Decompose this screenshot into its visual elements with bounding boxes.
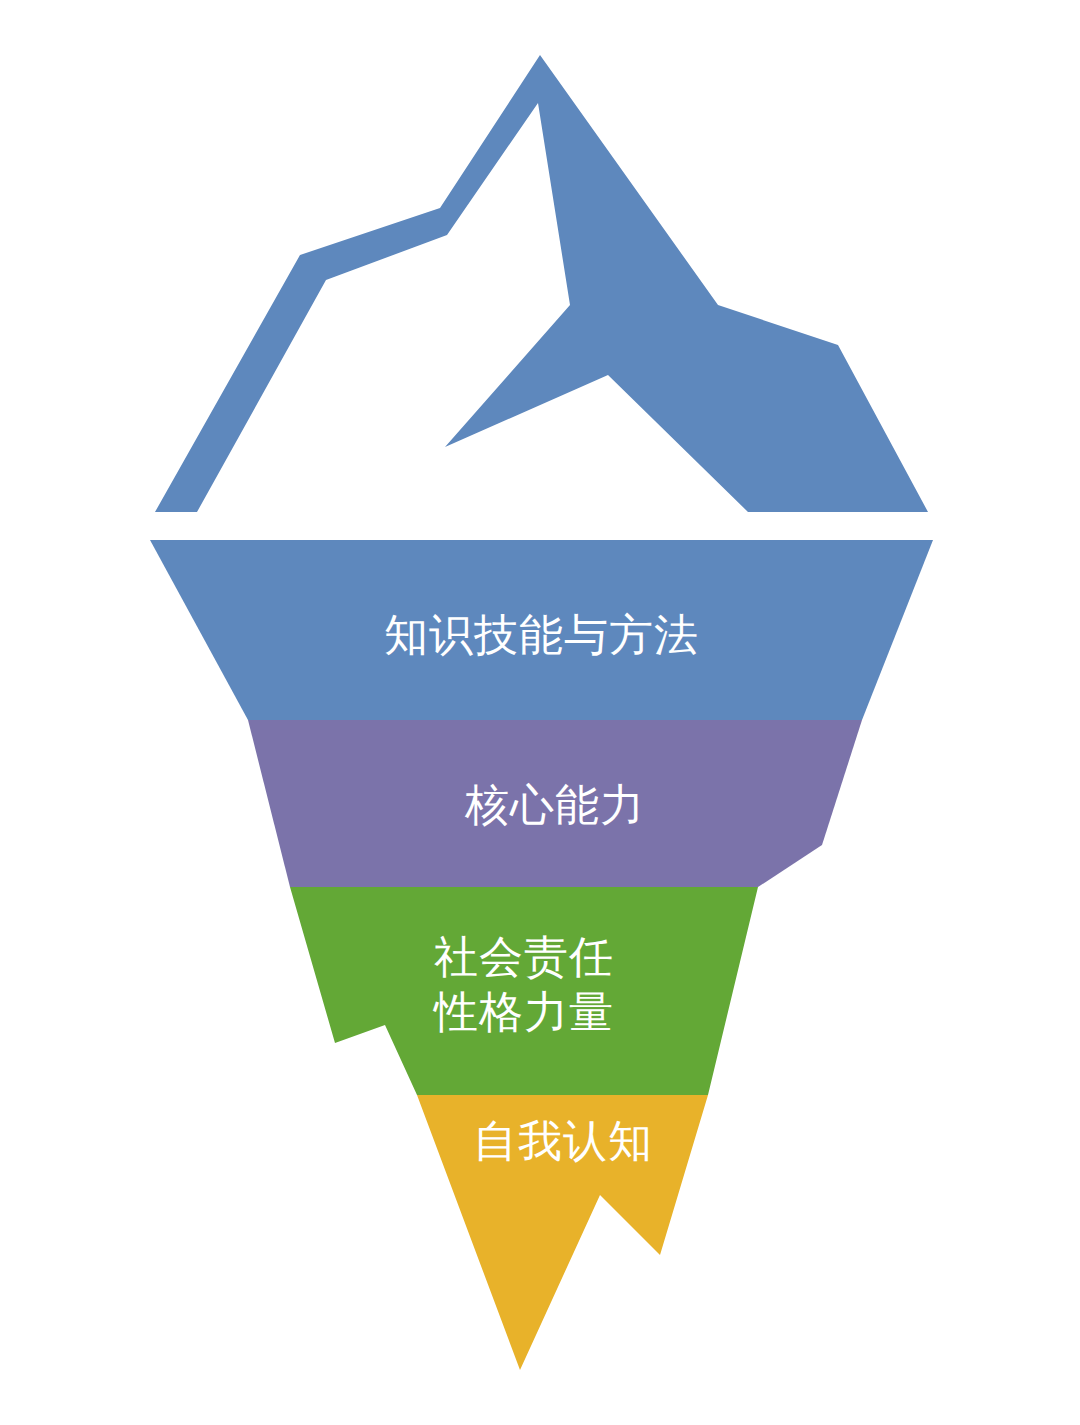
- iceberg-tip-outline: [155, 55, 928, 512]
- band-fill: [150, 540, 933, 720]
- iceberg-tip-snow: [197, 103, 748, 512]
- core-band: 核心能力: [248, 720, 862, 887]
- band-fill: [248, 720, 862, 887]
- character-band: 社会责任 性格力量: [290, 887, 758, 1095]
- band-label: 核心能力: [465, 777, 645, 832]
- skills-band: 知识技能与方法: [150, 540, 933, 720]
- band-label: 自我认知: [473, 1113, 653, 1168]
- self-band: 自我认知: [417, 1095, 708, 1370]
- band-label: 社会责任 性格力量: [409, 929, 639, 1039]
- band-fill: [417, 1095, 708, 1370]
- band-label: 知识技能与方法: [384, 607, 699, 662]
- band-fill: [290, 887, 758, 1095]
